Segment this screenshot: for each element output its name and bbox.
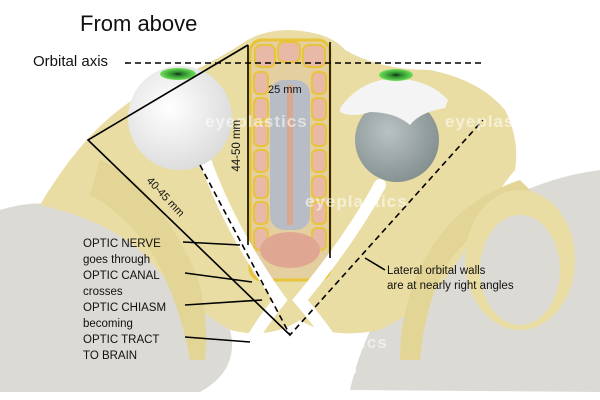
width-measurement: 25 mm (268, 84, 302, 96)
right-eyeball (355, 98, 439, 182)
optic-nerve-label: OPTIC NERVE (83, 238, 161, 250)
sphenoid-sinus (260, 232, 320, 268)
optic-chiasm-label: OPTIC CHIASM (83, 302, 167, 314)
page-title: From above (80, 11, 198, 36)
optic-pathway-labels: OPTIC NERVE goes through OPTIC CANAL cro… (83, 236, 166, 364)
pointer-optic-tract (184, 336, 251, 343)
orbit-triangle-solid (86, 44, 291, 336)
watermark: eyeplastics (445, 112, 548, 131)
optic-nerve-connector: goes through (83, 254, 151, 266)
optic-chiasm-connector: becoming (83, 318, 133, 330)
lateral-walls-dashed (199, 119, 484, 337)
optic-canal-label: OPTIC CANAL (83, 270, 160, 282)
pointer-optic-canal (184, 272, 253, 283)
depth-measurement: 44-50 mm (231, 119, 244, 172)
pointer-lateral-walls (364, 257, 386, 271)
optic-tract-label: OPTIC TRACT (83, 334, 160, 346)
optic-nerve-right (292, 179, 386, 376)
watermark: eyeplastics (285, 333, 388, 352)
watermark: eyeplastics (305, 192, 408, 211)
right-brain-lobe (480, 215, 560, 325)
watermark: eyeplastics (205, 112, 308, 131)
left-eyeball (128, 66, 232, 170)
lateral-note-line-1: Lateral orbital walls (387, 265, 486, 277)
lateral-walls-note: Lateral orbital walls are at nearly righ… (387, 264, 514, 294)
nasal-septum (287, 85, 293, 225)
optic-tract-connector: TO BRAIN (83, 350, 138, 362)
right-iris (379, 69, 413, 81)
lateral-note-line-2: are at nearly right angles (387, 280, 514, 292)
optic-canal-connector: crosses (83, 286, 123, 298)
pointer-optic-chiasm (184, 299, 263, 306)
orbital-axis-label: Orbital axis (33, 53, 109, 70)
lower-bone-left (90, 160, 206, 360)
optic-nerve-left (199, 154, 288, 376)
brain-region-left (0, 203, 232, 392)
right-eye-cap (340, 78, 448, 125)
left-iris (160, 68, 196, 80)
pointer-optic-nerve (182, 241, 241, 246)
